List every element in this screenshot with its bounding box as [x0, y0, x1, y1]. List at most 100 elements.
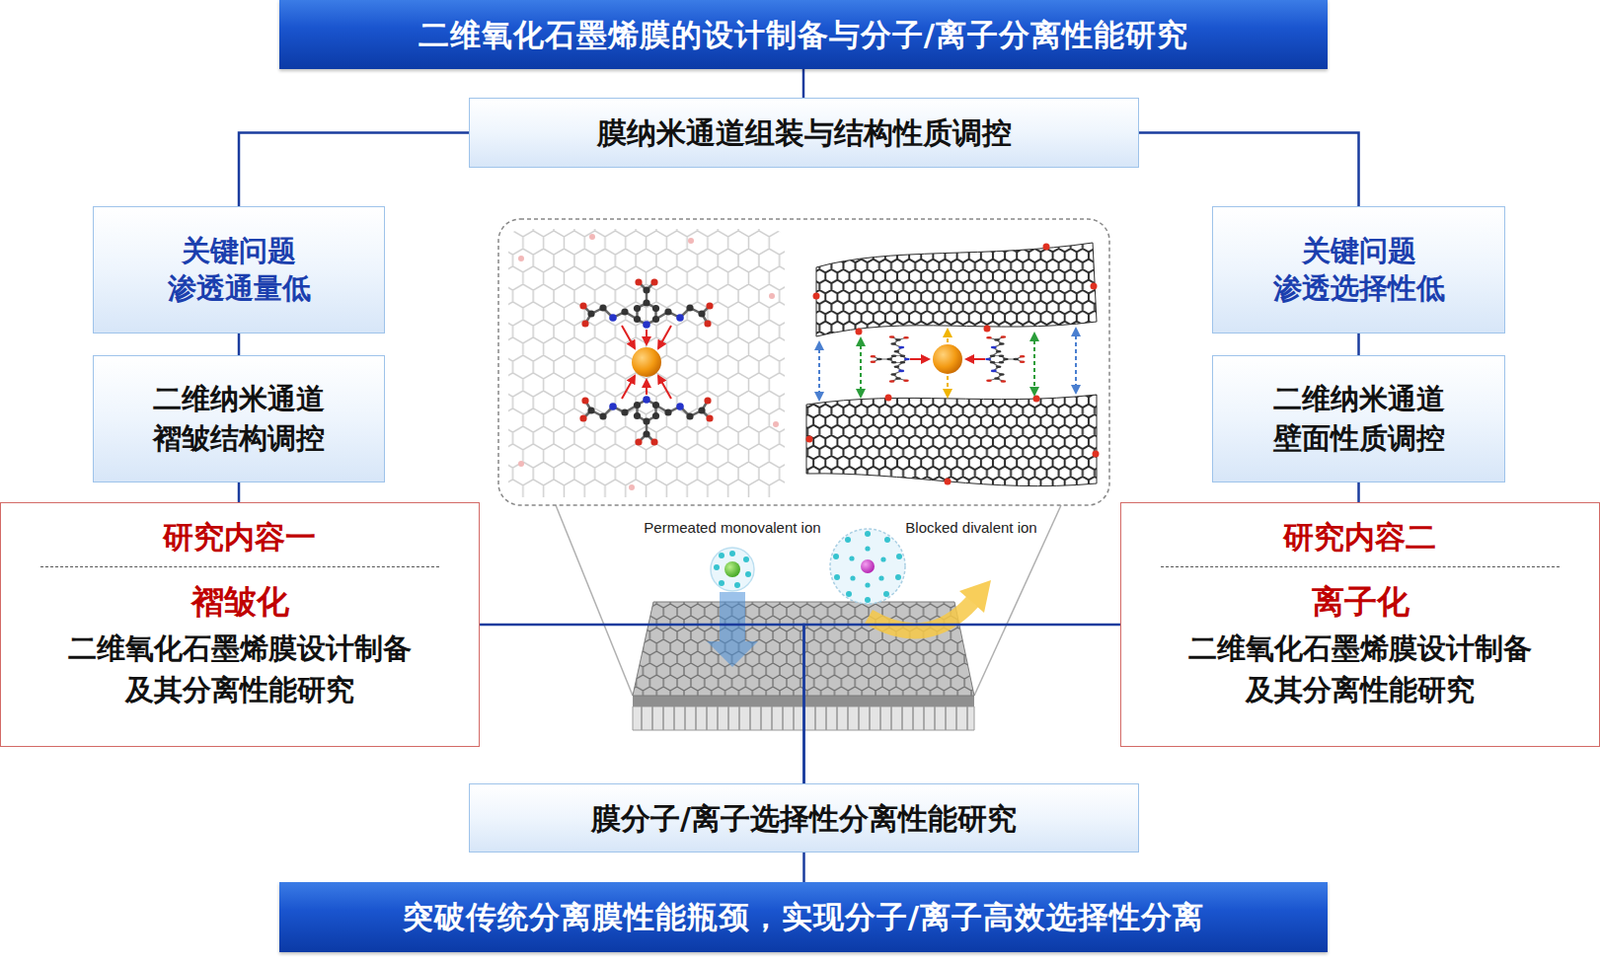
planar-graphene-panel — [621, 325, 672, 399]
divalent-ion — [895, 574, 902, 581]
divalent-ion — [860, 559, 875, 574]
theme-box: 膜分子/离子选择性分离性能研究 — [468, 783, 1140, 853]
wrinkled-channel-panel — [946, 329, 949, 343]
node-heading: 突破传统分离膜性能瓶颈，实现分子/离子高效选择性分离 — [402, 897, 1205, 937]
monovalent-ion — [724, 561, 741, 578]
wrinkled-channel-panel — [985, 335, 1025, 382]
divalent-ion — [959, 580, 991, 613]
wrinkled-channel-panel — [1033, 333, 1036, 395]
connector-line — [237, 482, 241, 503]
monovalent-ion — [743, 556, 750, 563]
node-heading: 膜纳米通道组装与结构性质调控 — [597, 113, 1012, 153]
planar-graphene-panel — [645, 380, 648, 395]
monovalent-ion — [718, 552, 725, 559]
wrinkled-channel-panel — [859, 338, 862, 397]
planar-graphene-panel — [687, 237, 694, 244]
divalent-ion — [880, 556, 886, 562]
monovalent-ion — [713, 564, 720, 571]
planar-graphene-panel — [621, 325, 635, 349]
node-text: 二维氧化石墨烯膜设计制备 及其分离性能研究 — [1133, 627, 1588, 711]
wrinkled-channel-panel — [1074, 328, 1077, 393]
planar-graphene-panel — [518, 233, 779, 491]
node-heading: 二维纳米通道 壁面性质调控 — [1224, 380, 1493, 458]
monovalent-ion — [713, 550, 752, 589]
node-heading: 研究内容一 — [40, 517, 441, 568]
research-box: 研究内容二离子化二维氧化石墨烯膜设计制备 及其分离性能研究 — [1120, 502, 1600, 748]
node-text: 二维氧化石墨烯膜设计制备 及其分离性能研究 — [12, 627, 467, 711]
wrinkled-channel-panel — [806, 242, 1100, 487]
planar-graphene-panel — [628, 484, 635, 491]
planar-graphene-panel — [518, 460, 525, 467]
planar-graphene-panel — [658, 325, 672, 349]
planar-graphene-panel — [645, 329, 648, 345]
node-heading: 关键问题 — [1301, 232, 1417, 271]
monovalent-ion — [729, 550, 736, 557]
node-text: 褶皱化 — [191, 581, 290, 624]
connector-line — [802, 852, 806, 883]
wrinkled-channel-panel — [818, 342, 821, 400]
connector-line — [804, 624, 1122, 784]
wrinkled-channel-panel — [1090, 283, 1098, 291]
wrinkled-channel-panel — [819, 328, 1076, 400]
research-box: 研究内容一褶皱化二维氧化石墨烯膜设计制备 及其分离性能研究 — [0, 502, 480, 748]
illustration-label: Permeated monovalent ion — [641, 519, 823, 536]
node-heading: 二维氧化石墨烯膜的设计制备与分子/离子分离性能研究 — [418, 14, 1189, 55]
zoom-lines — [555, 505, 633, 696]
conclusion-banner: 突破传统分离膜性能瓶颈，实现分子/离子高效选择性分离 — [279, 882, 1328, 953]
planar-graphene-panel — [508, 228, 785, 498]
monovalent-ion — [706, 592, 759, 668]
connector-line — [802, 69, 806, 98]
divalent-ion — [864, 582, 870, 588]
planar-graphene-panel — [772, 421, 779, 428]
divalent-ion — [849, 575, 855, 581]
approach-box: 二维纳米通道 壁面性质调控 — [1212, 355, 1506, 483]
divalent-ion — [845, 591, 852, 598]
inset-frame — [498, 219, 1110, 506]
problem-box: 关键问题渗透选择性低 — [1212, 206, 1506, 334]
node-text: 离子化 — [1311, 581, 1410, 624]
monovalent-ion — [710, 547, 755, 592]
problem-box: 关键问题渗透通量低 — [92, 206, 385, 334]
approach-box: 二维纳米通道 褶皱结构调控 — [92, 355, 385, 483]
wrinkled-channel-panel — [946, 376, 949, 397]
wrinkled-channel-panel — [870, 335, 911, 382]
node-heading: 研究内容二 — [1160, 517, 1561, 568]
divalent-ion — [844, 536, 851, 543]
planar-graphene-panel — [768, 293, 775, 300]
planar-graphene-panel — [621, 376, 635, 399]
divalent-ion — [834, 574, 840, 581]
wrinkled-channel-panel — [816, 242, 1097, 337]
divalent-ion — [864, 531, 871, 537]
node-heading: 关键问题 — [181, 232, 297, 271]
divalent-ion — [864, 597, 871, 604]
planar-graphene-panel — [518, 255, 525, 262]
wrinkled-channel-panel — [855, 328, 863, 336]
planar-graphene-panel — [579, 395, 713, 446]
divalent-ion — [833, 553, 839, 560]
node-heading: 膜分子/离子选择性分离性能研究 — [591, 799, 1017, 839]
wrinkled-channel-panel — [910, 358, 986, 361]
node-text: 渗透通量低 — [167, 270, 311, 308]
node-text: 渗透选择性低 — [1273, 270, 1446, 308]
wrinkled-channel-panel — [944, 478, 952, 486]
illustration-label: Blocked divalent ion — [903, 519, 1039, 536]
wrinkled-channel-panel — [932, 344, 963, 375]
divalent-ion — [878, 575, 884, 581]
connector-line — [1139, 133, 1360, 208]
wrinkled-channel-panel — [984, 325, 991, 333]
divalent-ion — [868, 602, 973, 631]
planar-graphene-panel — [658, 376, 672, 399]
title-banner: 二维氧化石墨烯膜的设计制备与分子/离子分离性能研究 — [279, 0, 1328, 70]
wrinkled-channel-panel — [806, 243, 1100, 486]
connector-line — [238, 133, 469, 208]
connector-line — [479, 624, 805, 784]
divalent-ion — [833, 531, 903, 604]
wrinkled-channel-panel — [966, 358, 986, 361]
wrinkled-channel-panel — [910, 358, 929, 361]
monovalent-ion — [734, 582, 741, 589]
wrinkled-channel-panel — [1043, 243, 1051, 251]
divalent-ion — [883, 591, 890, 598]
wrinkled-channel-panel — [813, 293, 821, 301]
